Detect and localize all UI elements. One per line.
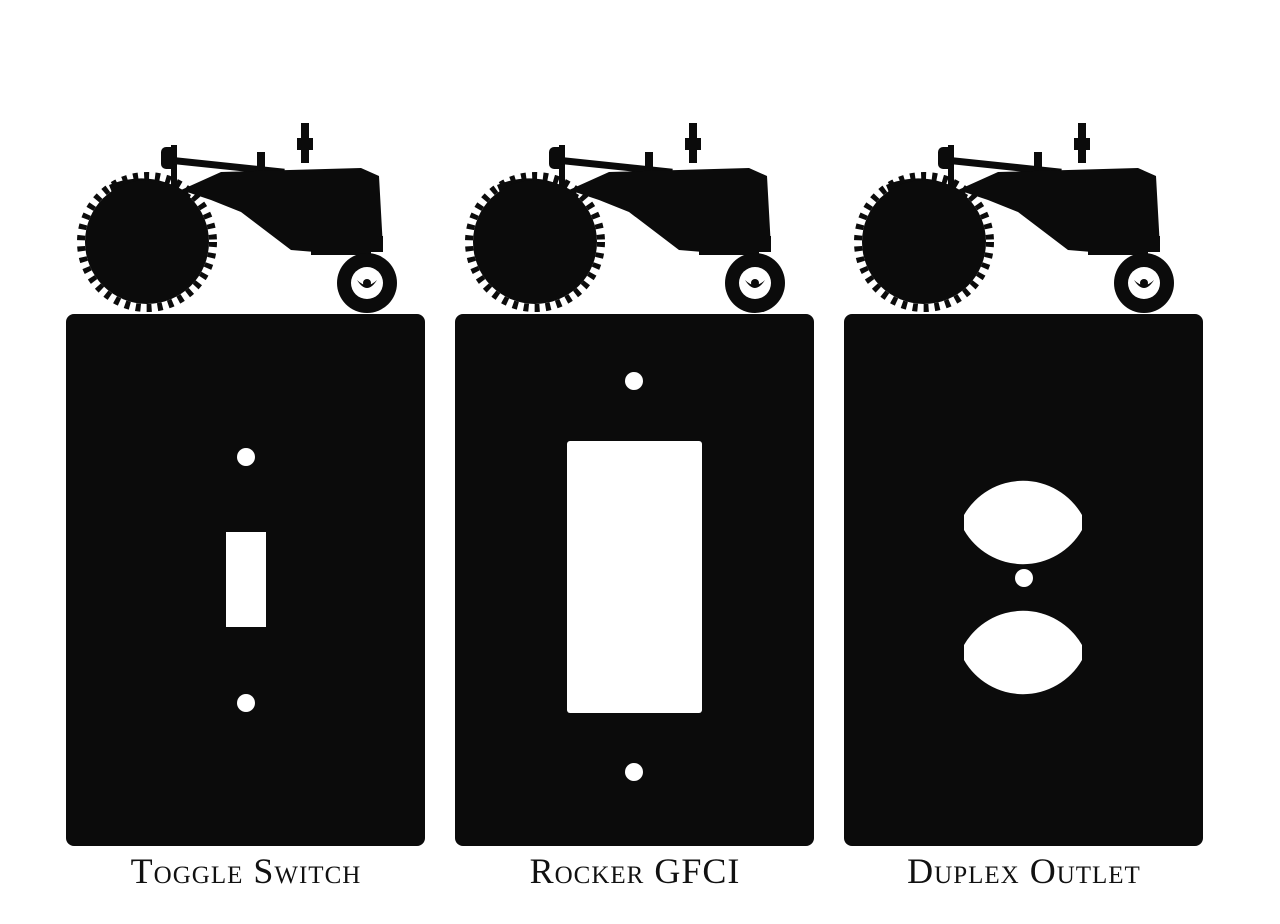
duplex-outlet-plate-graphic xyxy=(844,0,1203,846)
screw-hole xyxy=(1015,569,1033,587)
product-toggle-switch: Toggle Switch xyxy=(66,0,426,924)
tractor-icon xyxy=(81,123,397,313)
rocker-gfci-plate-graphic xyxy=(455,0,814,846)
caption-duplex-outlet: Duplex Outlet xyxy=(907,851,1141,891)
caption-rocker-gfci: Rocker GFCI xyxy=(529,851,741,891)
caption-toggle-switch: Toggle Switch xyxy=(130,851,362,891)
screw-hole xyxy=(625,763,643,781)
tractor-icon xyxy=(858,123,1174,313)
outlet-opening-top xyxy=(964,480,1082,565)
toggle-opening xyxy=(226,532,266,627)
tractor-icon xyxy=(469,123,785,313)
screw-hole xyxy=(625,372,643,390)
toggle-switch-plate-graphic xyxy=(66,0,425,846)
rocker-opening xyxy=(567,441,702,713)
outlet-opening-bottom xyxy=(964,610,1082,695)
product-duplex-outlet: Duplex Outlet xyxy=(844,0,1204,924)
screw-hole xyxy=(237,448,255,466)
screw-hole xyxy=(237,694,255,712)
product-rocker-gfci: Rocker GFCI xyxy=(455,0,815,924)
